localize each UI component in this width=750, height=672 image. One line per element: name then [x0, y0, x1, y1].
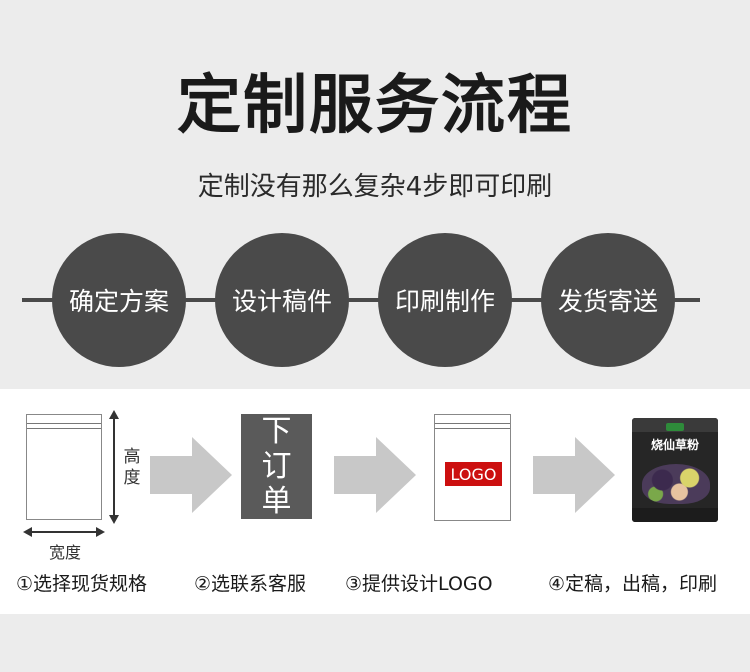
- height-label: 高度: [123, 447, 141, 488]
- next-arrow-icon: [150, 437, 232, 513]
- step-circle-shipping: 发货寄送: [541, 233, 675, 367]
- step-label-select-spec: ①选择现货规格: [16, 573, 148, 595]
- arrow-up-icon: [109, 410, 119, 419]
- width-label: 宽度: [48, 543, 81, 562]
- blank-bag-icon: [26, 414, 102, 520]
- step-circle-design: 设计稿件: [215, 233, 349, 367]
- product-name: 烧仙草粉: [650, 438, 699, 452]
- order-char: 下: [261, 414, 292, 449]
- logo-badge: LOGO: [445, 462, 502, 486]
- place-order-box: 下 订 单: [241, 414, 312, 519]
- page-subtitle: 定制没有那么复杂4步即可印刷: [197, 172, 553, 202]
- food-image: [642, 464, 710, 504]
- step-label-contact-service: ②选联系客服: [194, 573, 307, 595]
- next-arrow-icon: [334, 437, 416, 513]
- arrow-left-icon: [23, 527, 32, 537]
- width-dimension-line: [28, 531, 100, 533]
- step-circle-confirm-plan: 确定方案: [52, 233, 186, 367]
- height-dimension-line: [113, 416, 115, 518]
- brand-logo-icon: [666, 423, 684, 431]
- next-arrow-icon: [533, 437, 615, 513]
- step-label-provide-logo: ③提供设计LOGO: [345, 573, 493, 595]
- illustration-panel: 高度 宽度 下 订 单 LOGO 烧仙草粉 ①选择现货规格 ②选联系客服 ③提供…: [0, 389, 750, 614]
- order-char: 单: [261, 484, 292, 519]
- arrow-down-icon: [109, 515, 119, 524]
- process-steps: 确定方案 设计稿件 印刷制作 发货寄送: [0, 233, 750, 367]
- arrow-right-icon: [96, 527, 105, 537]
- page-title: 定制服务流程: [177, 69, 573, 143]
- step-label-finalize-print: ④定稿，出稿，印刷: [548, 573, 718, 595]
- step-circle-printing: 印刷制作: [378, 233, 512, 367]
- process-line: [22, 298, 700, 302]
- order-char: 订: [261, 449, 292, 484]
- printed-product-image: 烧仙草粉: [632, 418, 718, 522]
